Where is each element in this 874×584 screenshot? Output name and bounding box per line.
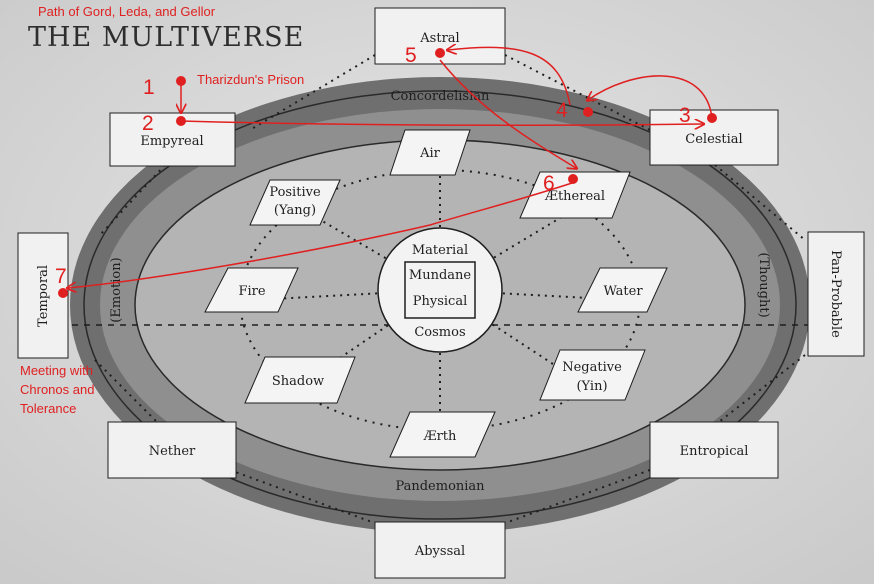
air-label: Air — [419, 146, 441, 161]
path-number-7: 7 — [55, 265, 67, 288]
path-arrow-3-4 — [588, 75, 713, 119]
fire-label: Fire — [238, 284, 265, 299]
dot-6 — [568, 174, 578, 184]
nether-label: Nether — [149, 444, 196, 459]
air-shape — [389, 129, 471, 176]
dot-1 — [176, 76, 186, 86]
shadow-shape — [244, 356, 356, 404]
shadow-label: Shadow — [272, 374, 324, 389]
diagram-title: THE MULTIVERSE — [28, 22, 304, 53]
aerth-label: Ærth — [423, 429, 457, 444]
dot-5 — [435, 48, 445, 58]
aerth-shape — [389, 411, 496, 458]
dot-7 — [58, 288, 68, 298]
meeting-line-3: Tolerance — [20, 401, 76, 416]
celestial-label: Celestial — [685, 132, 742, 147]
ring-label-right: (Thought) — [756, 252, 771, 317]
ring-label-bottom: Pandemonian — [395, 479, 485, 494]
pan-probable-box — [807, 231, 865, 357]
ethereal-shape — [519, 171, 631, 219]
path-arrow-4-5 — [448, 47, 571, 106]
negative-shape — [539, 349, 646, 401]
fire-shape — [204, 267, 299, 313]
astral-label: Astral — [419, 31, 459, 46]
abyssal-label: Abyssal — [414, 544, 465, 559]
material-label: Material — [412, 243, 468, 258]
path-number-2: 2 — [142, 112, 154, 135]
annotation-path — [68, 47, 713, 288]
prison-label: Tharizdun's Prison — [197, 72, 304, 87]
positive-shape — [249, 179, 341, 226]
nether-box — [107, 421, 237, 479]
path-arrow-2-3 — [180, 121, 703, 125]
material-circle — [377, 227, 503, 353]
path-number-3: 3 — [679, 104, 691, 127]
ring-label-left: (Emotion) — [109, 257, 124, 322]
temporal-label: Temporal — [36, 265, 51, 327]
mundane-box — [404, 261, 476, 319]
dot-3 — [707, 113, 717, 123]
meeting-line-1: Meeting with — [20, 363, 93, 378]
annotation-heading: Path of Gord, Leda, and Gellor — [38, 4, 216, 19]
dot-2 — [176, 116, 186, 126]
annotation-dots — [58, 48, 717, 298]
pan-probable-label: Pan-Probable — [828, 250, 843, 338]
cosmos-label: Cosmos — [414, 325, 465, 340]
entropical-box — [649, 421, 779, 479]
mundane-label: Mundane — [409, 268, 472, 283]
inner-planes — [204, 129, 668, 458]
path-number-5: 5 — [405, 44, 417, 67]
abyssal-box — [374, 521, 506, 579]
path-arrow-5-6 — [439, 59, 576, 168]
ring-label-top: Concordelisian — [391, 89, 490, 104]
path-number-1: 1 — [143, 76, 155, 99]
ethereal-label: Æthereal — [544, 189, 605, 204]
path-arrow-6-7 — [68, 182, 573, 288]
entropical-label: Entropical — [680, 444, 749, 459]
path-number-4: 4 — [556, 99, 568, 122]
water-shape — [577, 267, 668, 313]
negative-label-1: Negative — [562, 360, 622, 375]
dot-4 — [583, 107, 593, 117]
positive-label-2: (Yang) — [274, 203, 316, 218]
negative-label-2: (Yin) — [576, 379, 607, 394]
path-number-6: 6 — [543, 172, 555, 195]
physical-label: Physical — [413, 294, 467, 309]
positive-label-1: Positive — [269, 185, 321, 200]
water-label: Water — [603, 284, 643, 299]
empyreal-label: Empyreal — [140, 134, 203, 149]
outer-ring-inner-edge — [83, 90, 797, 520]
meeting-line-2: Chronos and — [20, 382, 94, 397]
